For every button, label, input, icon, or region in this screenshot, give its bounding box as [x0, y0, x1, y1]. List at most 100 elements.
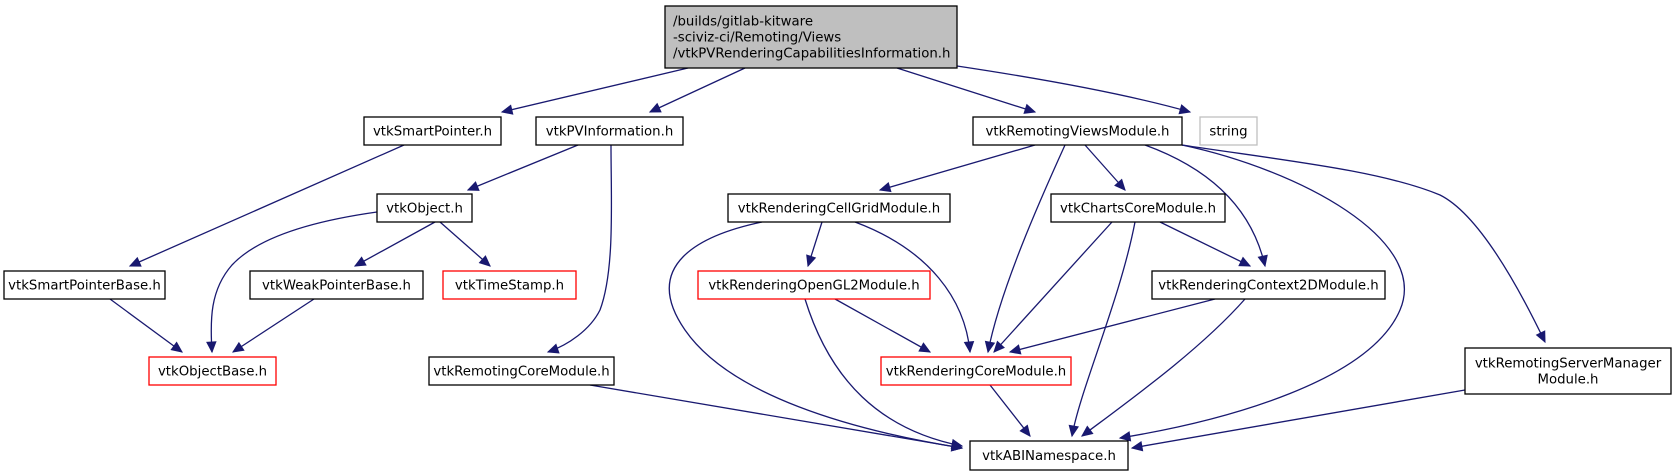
edge-renderingcore-to-abinamespace — [989, 384, 1031, 437]
arrowhead-icon — [648, 102, 662, 113]
node-box — [880, 356, 1072, 386]
arrowhead-icon — [878, 182, 892, 193]
node-root: /builds/gitlab-kitware-sciviz-ci/Remotin… — [664, 5, 958, 69]
node-box — [664, 5, 958, 69]
arrowhead-icon — [1257, 254, 1268, 268]
edge-line — [987, 144, 1066, 353]
node-smartpointer[interactable]: vtkSmartPointer.h — [363, 116, 502, 146]
arrowhead-icon — [466, 181, 480, 191]
node-object[interactable]: vtkObject.h — [376, 193, 473, 223]
edge-smartpointerbase-to-objectbase — [109, 298, 183, 353]
node-box — [428, 356, 615, 386]
edge-line — [210, 211, 378, 353]
edge-pvinformation-to-object — [466, 144, 579, 191]
arrowhead-icon — [1068, 424, 1079, 438]
node-label: vtkChartsCoreModule.h — [1060, 202, 1216, 217]
node-label: vtkWeakPointerBase.h — [262, 279, 411, 294]
node-box — [727, 193, 951, 223]
node-remotingcore[interactable]: vtkRemotingCoreModule.h — [428, 356, 615, 386]
node-abinamespace[interactable]: vtkABINamespace.h — [969, 440, 1129, 471]
node-label: vtkRenderingOpenGL2Module.h — [708, 279, 919, 294]
edge-line — [649, 67, 746, 113]
node-label: string — [1209, 125, 1247, 140]
node-smartpointerbase[interactable]: vtkSmartPointerBase.h — [3, 270, 166, 300]
edge-remotingviews-to-abinamespace — [1118, 144, 1406, 442]
node-timestamp[interactable]: vtkTimeStamp.h — [442, 270, 577, 300]
node-remotingviews[interactable]: vtkRemotingViewsModule.h — [972, 116, 1183, 146]
node-box — [376, 193, 473, 223]
edge-opengl2-to-renderingcore — [834, 298, 932, 353]
edge-pvinformation-to-remotingcore — [546, 144, 613, 354]
edge-context2d-to-renderingcore — [1008, 298, 1216, 355]
arrowhead-icon — [993, 340, 1005, 353]
edge-line — [989, 384, 1031, 437]
edge-line — [1119, 144, 1406, 439]
node-box — [442, 270, 577, 300]
node-chartscore[interactable]: vtkChartsCoreModule.h — [1050, 193, 1226, 223]
node-box — [535, 116, 684, 146]
arrowhead-icon — [500, 104, 514, 115]
node-box — [363, 116, 502, 146]
edge-root-to-remotingviews — [896, 67, 1037, 114]
node-label: vtkObjectBase.h — [158, 365, 267, 380]
edge-line — [804, 298, 963, 447]
node-box — [1199, 116, 1258, 146]
edge-root-to-smartpointer — [500, 67, 689, 115]
edge-line — [956, 65, 1191, 113]
arrowhead-icon — [950, 441, 964, 452]
node-cellgrid[interactable]: vtkRenderingCellGridModule.h — [727, 193, 951, 223]
edge-remotingviews-to-cellgrid — [878, 144, 1036, 193]
arrowhead-icon — [1238, 256, 1252, 267]
arrowhead-icon — [963, 341, 975, 354]
node-label: vtkPVInformation.h — [546, 125, 674, 140]
node-box — [249, 270, 424, 300]
node-box — [1050, 193, 1226, 223]
edge-chartscore-to-renderingcore — [993, 221, 1113, 353]
edge-weakpointerbase-to-objectbase — [231, 298, 315, 353]
edge-root-to-string — [956, 65, 1192, 115]
node-label: /vtkPVRenderingCapabilitiesInformation.h — [673, 47, 950, 62]
edge-remotingviews-to-context2d — [1144, 144, 1268, 268]
edge-servermanager-to-abinamespace — [1130, 389, 1466, 452]
arrowhead-icon — [1023, 103, 1037, 114]
node-weakpointerbase[interactable]: vtkWeakPointerBase.h — [249, 270, 424, 300]
edge-object-to-timestamp — [439, 221, 491, 267]
arrowhead-icon — [170, 341, 183, 353]
arrowhead-icon — [1130, 441, 1144, 452]
edge-chartscore-to-abinamespace — [1068, 221, 1136, 438]
arrowhead-icon — [918, 342, 932, 353]
node-string: string — [1199, 116, 1258, 146]
edges-layer — [109, 65, 1546, 452]
edge-line — [1144, 144, 1266, 267]
arrowhead-icon — [128, 256, 142, 267]
node-objectbase[interactable]: vtkObjectBase.h — [148, 356, 277, 386]
edge-line — [1081, 298, 1246, 437]
node-context2d[interactable]: vtkRenderingContext2DModule.h — [1151, 270, 1386, 300]
node-label: vtkABINamespace.h — [982, 449, 1116, 464]
edge-line — [854, 221, 971, 353]
arrowhead-icon — [1114, 178, 1126, 191]
node-opengl2[interactable]: vtkRenderingOpenGL2Module.h — [697, 270, 931, 300]
node-label: vtkObject.h — [386, 202, 463, 217]
arrowhead-icon — [806, 254, 817, 268]
node-pvinformation[interactable]: vtkPVInformation.h — [535, 116, 684, 146]
arrowhead-icon — [1019, 424, 1031, 437]
node-label: vtkRenderingCoreModule.h — [886, 365, 1066, 380]
edge-object-to-weakpointerbase — [353, 221, 436, 267]
nodes-layer: /builds/gitlab-kitware-sciviz-ci/Remotin… — [3, 5, 1672, 471]
edge-line — [1181, 144, 1546, 343]
node-renderingcore[interactable]: vtkRenderingCoreModule.h — [880, 356, 1072, 386]
node-box — [1151, 270, 1386, 300]
node-label: Module.h — [1537, 373, 1598, 388]
edge-line — [439, 221, 491, 267]
edge-root-to-pvinformation — [648, 67, 746, 113]
edge-line — [993, 221, 1113, 353]
edge-cellgrid-to-renderingcore — [854, 221, 975, 354]
node-label: -sciviz-ci/Remoting/Views — [673, 31, 841, 46]
edge-line — [547, 144, 613, 353]
arrowhead-icon — [353, 256, 367, 267]
edge-remotingcore-to-abinamespace — [589, 384, 964, 452]
edge-line — [501, 67, 689, 113]
